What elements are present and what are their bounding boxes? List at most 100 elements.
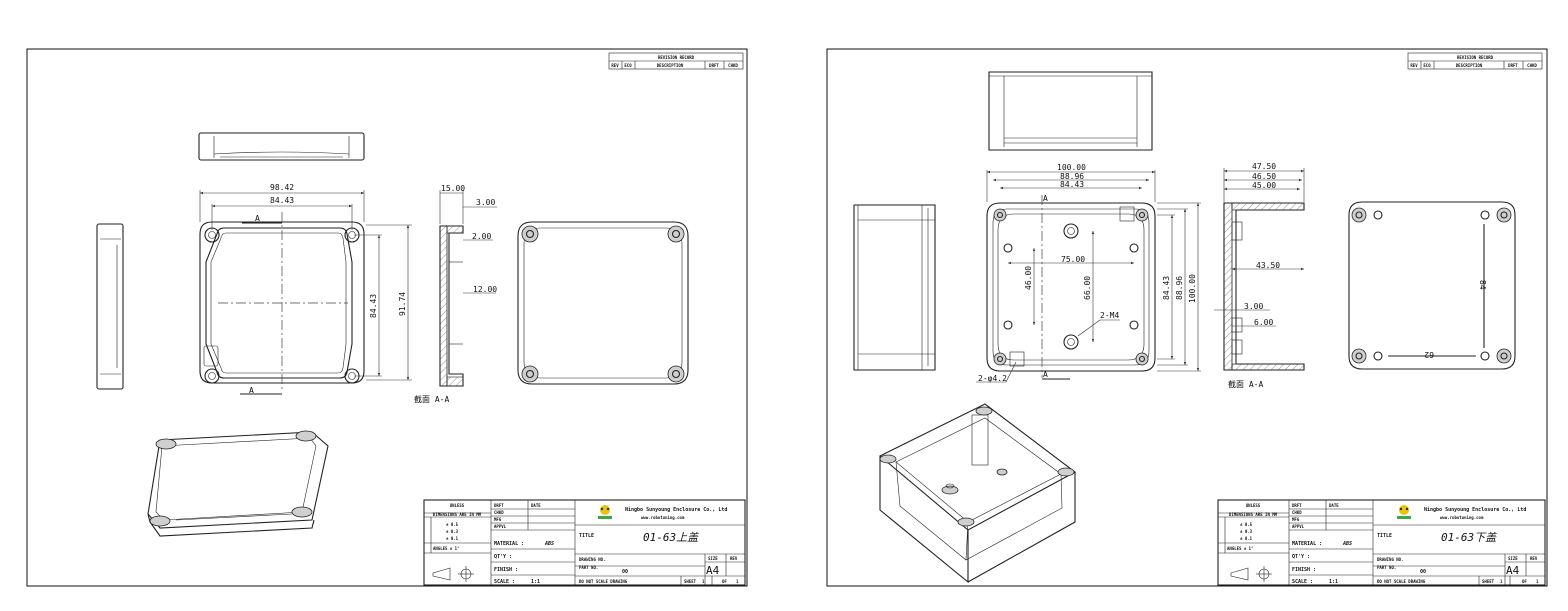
sign-chkd: CHKD (494, 510, 504, 515)
rev-col-chkd: CHKD (728, 63, 738, 68)
dim-sec-300: 3.00 (1244, 302, 1263, 311)
sign-appvl: APPVL (494, 524, 507, 529)
dim-box-inner75: 75.00 (1061, 255, 1085, 264)
title-label: TITLE (579, 533, 594, 539)
scale-label: SCALE : (494, 579, 515, 585)
dim-lid-height-inner: 84.43 (369, 294, 378, 318)
sheet-label: SHEET (684, 579, 697, 584)
lid-section-view: 15.00 3.00 2.00 12.00 截面 A-A (414, 184, 497, 404)
sheet-num: 1 (1500, 579, 1503, 584)
projection-cone-icon (432, 567, 451, 581)
finish-label: FINISH : (494, 567, 518, 573)
section-mark-top: A (1043, 194, 1048, 203)
dim-sec-4500: 45.00 (1252, 181, 1276, 190)
box-front-view: A A 100.00 88.96 84.43 75.00 46.00 66.00… (976, 163, 1201, 383)
tol-angle: ANGLES ± 1° (433, 546, 460, 551)
section-label: 截面 A-A (1228, 379, 1263, 389)
title-block: UNLESS DIMENSIONS ARE IN MM ± 0.5 ± 0.3 … (423, 499, 746, 586)
qty-label: QT'Y : (1292, 554, 1310, 560)
dim-sec-3: 3.00 (476, 198, 495, 207)
part-no-label: PART NO. (1377, 565, 1396, 570)
company-website: www.robotuning.com (641, 515, 685, 520)
do-not-scale: DO NOT SCALE DRAWING (579, 579, 628, 584)
sheet-num: 1 (702, 579, 705, 584)
box-bottom-view: 84 62 (1348, 201, 1516, 370)
dim-lid-width-outer: 98.42 (270, 183, 294, 192)
tol-line-3: ± 0.3 (1240, 529, 1253, 534)
revision-record: REVISION RECORD REV ECO DESCRIPTION DRFT… (1407, 52, 1543, 70)
section-mark-bottom: A (249, 386, 254, 395)
sign-date: DATE (531, 503, 541, 508)
lid-side-view-left (96, 223, 124, 390)
tol-line-4: ± 0.1 (446, 536, 459, 541)
of-num: 1 (1536, 579, 1539, 584)
dim-bottom-h62: 62 (1424, 350, 1434, 359)
sign-date: DATE (1329, 503, 1339, 508)
material-label: MATERIAL : (1292, 541, 1322, 547)
dim-box-w100: 100.00 (1057, 163, 1086, 172)
rev-col-rev: REV (611, 63, 619, 68)
rev-col-eco: ECO (1423, 63, 1431, 68)
revision-title: REVISION RECORD (1457, 55, 1494, 60)
dim-sec-4350: 43.50 (1256, 261, 1280, 270)
lid-back-view (517, 221, 689, 385)
company-name: Ningbo Sunyoung Enclosure Co., Ltd (1424, 507, 1526, 513)
rev-label: REV (730, 556, 738, 561)
tol-line-2: ± 0.5 (446, 522, 459, 527)
rev-col-drft: DRFT (1508, 63, 1518, 68)
size-label: SIZE (1508, 556, 1518, 561)
section-label: 截面 A-A (414, 394, 449, 404)
section-mark-top: A (255, 214, 260, 223)
size-label: SIZE (708, 556, 718, 561)
sheet-frame (26, 48, 748, 587)
dim-box-v66: 66.00 (1083, 276, 1092, 300)
dim-box-hole: 2-φ4.2 (978, 374, 1007, 383)
sheet-top-cover: REVISION RECORD REV ECO DESCRIPTION DRFT… (26, 48, 748, 587)
lid-side-view-top (198, 132, 365, 161)
title-value: 01-63上盖 (643, 531, 699, 544)
dim-sec-4650: 46.50 (1252, 172, 1276, 181)
tol-header: UNLESS (450, 503, 465, 508)
rev-col-drft: DRFT (709, 63, 719, 68)
part-no-value: 00 (1420, 569, 1426, 575)
part-no-label: PART NO. (579, 565, 598, 570)
sign-mfg: MFG (1292, 517, 1300, 522)
box-side-view-top (988, 71, 1153, 151)
tol-header: UNLESS (1246, 503, 1261, 508)
material-value: ABS (544, 541, 554, 547)
scale-label: SCALE : (1292, 579, 1313, 585)
rev-col-rev: REV (1410, 63, 1418, 68)
company-name: Ningbo Sunyoung Enclosure Co., Ltd (625, 507, 727, 513)
dim-sec-2: 2.00 (472, 232, 491, 241)
sign-drft: DRFT (494, 503, 504, 508)
size-value: A4 (706, 564, 720, 577)
rev-col-chkd: CHKD (1527, 63, 1537, 68)
scale-value: 1:1 (531, 579, 540, 585)
tol-line-3: ± 0.3 (446, 529, 459, 534)
title-label: TITLE (1377, 533, 1392, 539)
dim-box-screw: 2-M4 (1100, 311, 1119, 320)
rev-col-description: DESCRIPTION (1456, 63, 1483, 68)
dim-bottom-v84: 84 (1478, 280, 1487, 290)
finish-label: FINISH : (1292, 567, 1316, 573)
dim-box-h8443: 84.43 (1162, 276, 1171, 300)
lid-isometric-view (147, 430, 329, 537)
rev-col-description: DESCRIPTION (657, 63, 684, 68)
dim-sec-12: 12.00 (473, 285, 497, 294)
lid-front-view: A A 98.42 84.43 84.43 91.74 (199, 183, 412, 395)
rev-label: REV (1530, 556, 1538, 561)
material-value: ABS (1342, 541, 1352, 547)
dim-sec-15: 15.00 (441, 184, 465, 193)
sheet-bottom-box: REVISION RECORD REV ECO DESCRIPTION DRFT… (826, 48, 1548, 587)
sheet-frame (826, 48, 1548, 587)
of-num: 1 (736, 579, 739, 584)
title-value: 01-63下盖 (1441, 531, 1497, 544)
qty-label: QT'Y : (494, 554, 512, 560)
do-not-scale: DO NOT SCALE DRAWING (1377, 579, 1426, 584)
tol-line-2: ± 0.5 (1240, 522, 1253, 527)
of-label: OF (722, 579, 727, 584)
projection-cone-icon (1230, 567, 1249, 581)
sign-appvl: APPVL (1292, 524, 1305, 529)
size-value: A4 (1506, 564, 1520, 577)
revision-record: REVISION RECORD REV ECO DESCRIPTION DRFT… (608, 52, 744, 70)
